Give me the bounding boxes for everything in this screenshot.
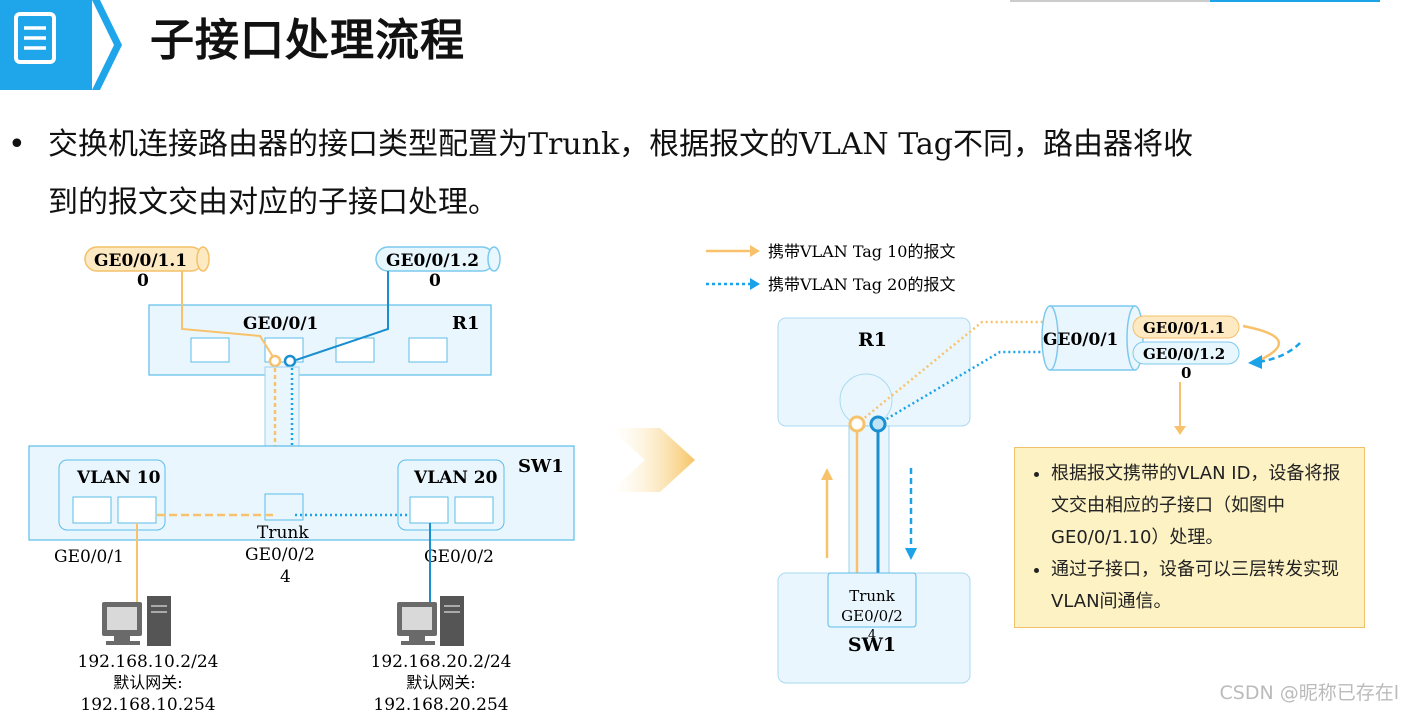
pc2-ip: 192.168.20.2/24 [371, 652, 512, 672]
intro-line-2: 到的报文交由对应的子接口处理。 [48, 185, 498, 220]
r1-port-orange-dot [268, 354, 282, 368]
right-port-blue-dot [869, 415, 887, 433]
sub-interface-2-cylinder: GE0/0/1.2 0 [375, 246, 501, 291]
r1-name-right: R1 [858, 329, 887, 351]
right-trunk-pipe [848, 425, 890, 599]
right-sub2-cylinder: GE0/0/1.2 [1132, 341, 1240, 365]
trunk-port-label: GE0/0/2 [245, 545, 315, 565]
r1-blue-ray [877, 350, 1045, 426]
trunk-label: Trunk [257, 523, 309, 543]
left-topology-diagram: GE0/0/1.1 0 GE0/0/1.2 0 GE0/0/1 R1 SW1 V… [28, 246, 575, 715]
note-item-1: 根据报文携带的VLAN ID，设备将报文交由相应的子接口（如图中GE0/0/1.… [1051, 458, 1354, 554]
pc1-gw-label: 默认网关: [113, 673, 182, 692]
r1-port-label: GE0/0/1 [243, 314, 318, 334]
note-pointer-arrow [1174, 426, 1186, 435]
legend-tag20-label: 携带VLAN Tag 20的报文 [768, 275, 955, 294]
sw-port-box [72, 496, 112, 524]
trunk-suffix: 4 [280, 567, 291, 587]
down-arrow-head [905, 548, 917, 560]
legend-tag20: 携带VLAN Tag 20的报文 [706, 275, 955, 294]
right-sub2-label: GE0/0/1.2 [1143, 345, 1225, 363]
up-arrow-head [821, 468, 833, 480]
port-cylinder: GE0/0/1 [1041, 305, 1144, 371]
sw1-trunk-port [827, 572, 917, 628]
sub2-suffix: 0 [429, 271, 441, 291]
intro-bullet: • 交换机连接路由器的接口类型配置为Trunk，根据报文的VLAN Tag不同，路… [8, 116, 1398, 232]
curve-blue [1257, 342, 1301, 364]
page-title: 子接口处理流程 [150, 15, 465, 66]
r1-port-box [190, 337, 230, 363]
r1-port-box [408, 337, 448, 363]
watermark: CSDN @昵称已存在l [1219, 682, 1400, 704]
sw-port-box [117, 496, 157, 524]
right-trunk-label: Trunk [849, 587, 895, 605]
intro-line-1: 交换机连接路由器的接口类型配置为Trunk，根据报文的VLAN Tag不同，路由… [48, 127, 1193, 162]
curve-arrowhead [1248, 355, 1262, 369]
right-sub1-label: GE0/0/1.1 [1143, 319, 1225, 337]
right-trunk-port: GE0/0/2 [841, 607, 903, 625]
pc2-gw-label: 默认网关: [406, 673, 475, 692]
sub1-suffix: 0 [137, 271, 149, 291]
sw1-name-right: SW1 [848, 634, 896, 656]
header-rule [1010, 0, 1380, 2]
sw-port-box [454, 496, 494, 524]
transition-arrow-icon [610, 428, 695, 492]
pc1-ip: 192.168.10.2/24 [78, 652, 219, 672]
pc1-gw: 192.168.10.254 [80, 695, 215, 715]
vlan10-label: VLAN 10 [76, 468, 161, 488]
curve-orange [1242, 324, 1281, 362]
sw1-name: SW1 [518, 456, 564, 477]
pc2-gw: 192.168.20.254 [373, 695, 508, 715]
note-box: 根据报文携带的VLAN ID，设备将报文交由相应的子接口（如图中GE0/0/1.… [1014, 447, 1365, 628]
r1-port-box [335, 337, 375, 363]
legend-tag10-label: 携带VLAN Tag 10的报文 [768, 242, 955, 261]
right-trunk-suffix: 4 [868, 628, 876, 643]
vlan20-label: VLAN 20 [413, 468, 498, 488]
sub2-label: GE0/0/1.2 [386, 251, 479, 271]
r1-port-blue-dot [283, 354, 297, 368]
bullet-dot: • [8, 127, 26, 162]
legend-tag10: 携带VLAN Tag 10的报文 [706, 242, 955, 261]
sub1-link [181, 271, 276, 361]
right-sub1-cylinder: GE0/0/1.1 [1132, 315, 1240, 339]
title-banner-icon [0, 0, 122, 90]
sw-port-box [409, 496, 449, 524]
right-topology-diagram: 携带VLAN Tag 10的报文 携带VLAN Tag 20的报文 R1 GE0… [706, 242, 1301, 684]
sub-interface-1-cylinder: GE0/0/1.1 0 [84, 246, 210, 291]
left-port-label: GE0/0/1 [54, 547, 124, 567]
sub1-label: GE0/0/1.1 [94, 251, 187, 271]
pc2-computer-icon [397, 596, 464, 646]
right-port-label: GE0/0/2 [424, 547, 494, 567]
note-item-2: 通过子接口，设备可以三层转发实现VLAN间通信。 [1051, 554, 1354, 618]
sub2-link [295, 271, 389, 361]
r1-orange-ray [856, 320, 1045, 425]
right-port-orange-dot [848, 415, 866, 433]
right-sub-suffix: 0 [1181, 364, 1191, 382]
port-cylinder-label: GE0/0/1 [1043, 330, 1118, 350]
pc1-computer-icon [102, 596, 171, 646]
r1-name: R1 [452, 313, 479, 334]
